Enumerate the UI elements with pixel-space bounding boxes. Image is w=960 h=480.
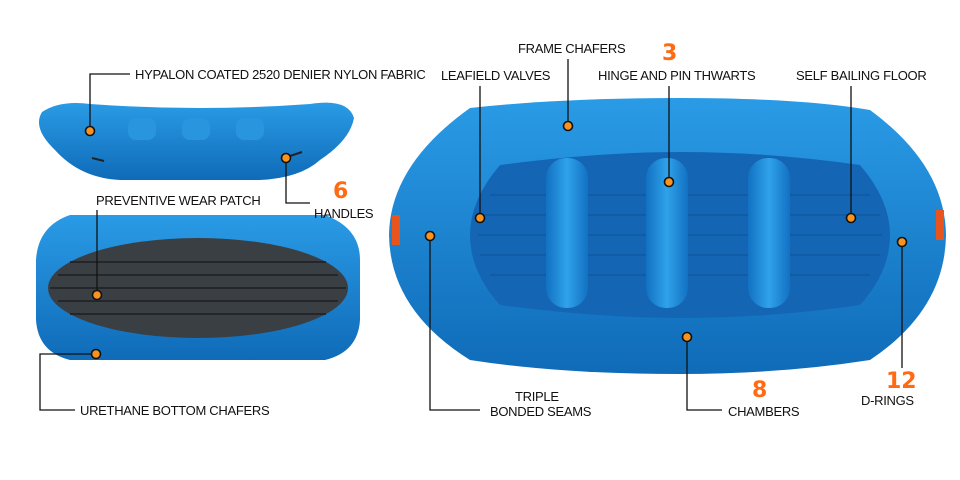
handles-dot [280, 152, 292, 164]
raft-bottom-view [36, 215, 360, 360]
fabric-label: HYPALON COATED 2520 DENIER NYLON FABRIC [135, 67, 426, 82]
floor-label: SELF BAILING FLOOR [796, 68, 926, 83]
raft-top-view [389, 98, 946, 374]
chambers-dot [681, 331, 693, 343]
seams-label-line1: TRIPLE [515, 389, 559, 404]
d-rings-count: 12 [886, 369, 917, 394]
d-rings-dot [896, 236, 908, 248]
thwarts-dot [663, 176, 675, 188]
bottom-chafers-label: URETHANE BOTTOM CHAFERS [80, 403, 270, 418]
handles-label: HANDLES [314, 206, 374, 221]
frame-chafers-label: FRAME CHAFERS [518, 41, 626, 56]
valves-dot [474, 212, 486, 224]
raft-side-view [38, 102, 354, 180]
valves-label: LEAFIELD VALVES [441, 68, 551, 83]
callout-dots [84, 120, 908, 360]
fabric-dot [84, 125, 96, 137]
seams-dot [424, 230, 436, 242]
floor-dot [845, 212, 857, 224]
wear-patch-dot [91, 289, 103, 301]
d-rings-label: D-RINGS [861, 393, 914, 408]
thwarts-count: 3 [662, 41, 677, 66]
thwarts-label: HINGE AND PIN THWARTS [598, 68, 756, 83]
seams-label-line2: BONDED SEAMS [490, 404, 592, 419]
wear-patch-label: PREVENTIVE WEAR PATCH [96, 193, 260, 208]
chambers-label: CHAMBERS [728, 404, 800, 419]
chambers-count: 8 [752, 378, 767, 403]
frame-chafers-dot [562, 120, 574, 132]
bottom-chafers-dot [90, 348, 102, 360]
callout-lines [39, 59, 903, 411]
handles-count: 6 [333, 179, 348, 204]
